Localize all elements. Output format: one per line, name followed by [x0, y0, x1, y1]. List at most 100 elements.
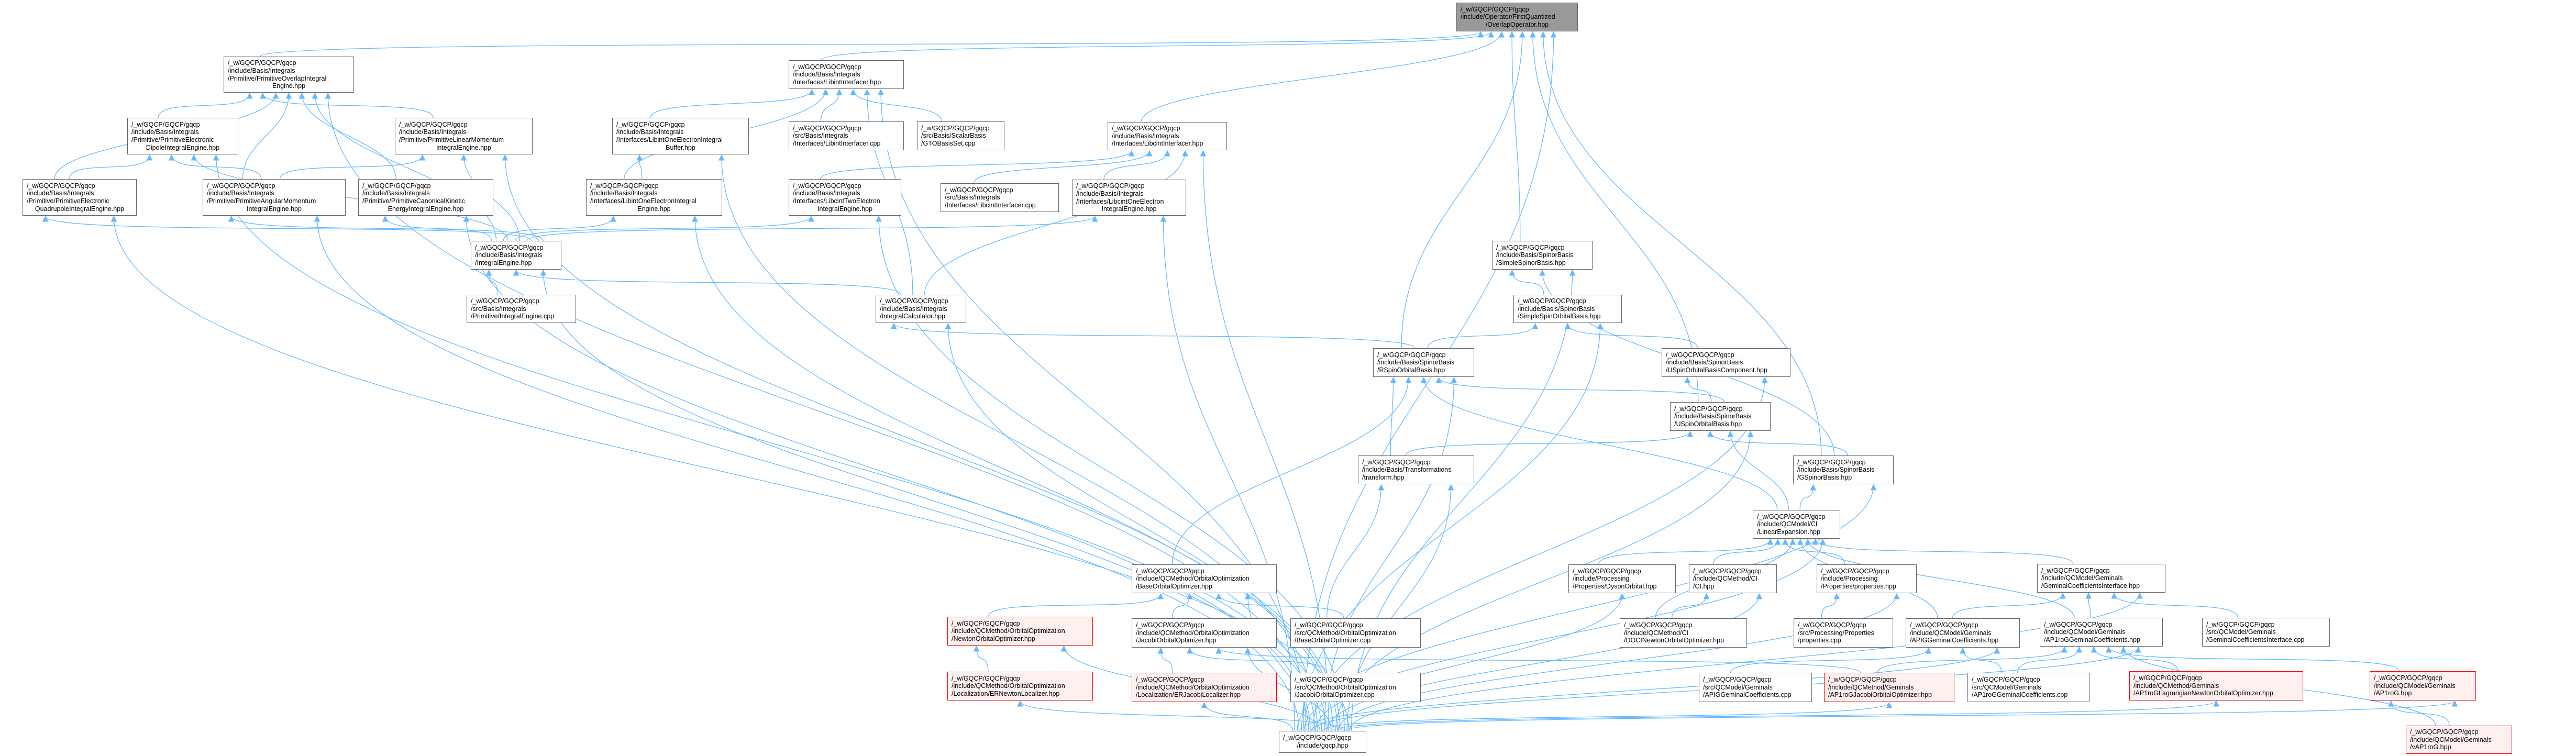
file-node-am[interactable]: /_w/GQCP/GQCP/gqcp/include/QCMethod/CI/D…: [1620, 618, 1747, 648]
file-node-r[interactable]: /_w/GQCP/GQCP/gqcp/include/Basis/Integra…: [876, 295, 966, 323]
file-node-u[interactable]: /_w/GQCP/GQCP/gqcp/include/Basis/SpinorB…: [1373, 348, 1474, 377]
file-path-line: /GeminalCoefficientsInterface.hpp: [2041, 582, 2140, 590]
file-node-ap[interactable]: /_w/GQCP/GQCP/gqcp/include/QCModel/Gemin…: [2040, 618, 2163, 647]
file-path-line: /LinearExpansion.hpp: [1757, 528, 1820, 536]
file-node-p[interactable]: /_w/GQCP/GQCP/gqcp/include/Basis/Integra…: [1072, 180, 1186, 216]
include-edge-ac-to-x: [1326, 484, 1385, 619]
include-edge-au-to-al: [2111, 592, 2238, 618]
file-node-q[interactable]: /_w/GQCP/GQCP/gqcp/src/Basis/Integrals/P…: [467, 295, 576, 323]
file-path-line: /_w/GQCP/GQCP/gqcp: [2374, 674, 2442, 682]
file-path-line: /BaseOrbitalOptimizer.hpp: [1136, 582, 1212, 590]
file-node-w[interactable]: /_w/GQCP/GQCP/gqcp/include/Basis/SpinorB…: [1670, 402, 1771, 431]
file-path-line: /_w/GQCP/GQCP/gqcp: [880, 297, 948, 305]
file-node-root[interactable]: /_w/GQCP/GQCP/gqcp/include/Operator/Firs…: [1456, 3, 1578, 31]
file-node-ab[interactable]: /_w/GQCP/GQCP/gqcp/include/QCMethod/Orbi…: [1132, 618, 1277, 648]
file-node-v[interactable]: /_w/GQCP/GQCP/gqcp/include/Basis/SpinorB…: [1662, 348, 1790, 377]
file-node-ae[interactable]: /_w/GQCP/GQCP/gqcp/include/QCMethod/Orbi…: [1132, 673, 1277, 702]
file-node-o[interactable]: /_w/GQCP/GQCP/gqcp/include/Basis/Integra…: [1108, 122, 1227, 150]
include-edge-j-to-h: [820, 88, 843, 122]
file-path-line: /AP1roG.hpp: [2374, 690, 2412, 697]
file-node-al[interactable]: /_w/GQCP/GQCP/gqcp/include/QCModel/Gemin…: [2037, 564, 2165, 593]
file-node-an[interactable]: /_w/GQCP/GQCP/gqcp/src/Processing/Proper…: [1794, 618, 1893, 648]
file-path-line: /_w/GQCP/GQCP/gqcp: [1674, 405, 1743, 413]
file-node-ac[interactable]: /_w/GQCP/GQCP/gqcp/src/QCMethod/OrbitalO…: [1290, 618, 1421, 648]
file-path-line: /_w/GQCP/GQCP/gqcp: [1910, 621, 1978, 629]
file-node-av[interactable]: /_w/GQCP/GQCP/gqcp/include/QCMethod/Gemi…: [2129, 671, 2303, 701]
file-path-line: IntegralEngine.hpp: [247, 205, 302, 213]
file-node-ak[interactable]: /_w/GQCP/GQCP/gqcp/include/Processing/Pr…: [1817, 564, 1917, 593]
file-node-l[interactable]: /_w/GQCP/GQCP/gqcp/include/Basis/Integra…: [586, 179, 722, 216]
file-node-n[interactable]: /_w/GQCP/GQCP/gqcp/src/Basis/Integrals/I…: [941, 183, 1059, 212]
file-path-line: /BaseOrbitalOptimizer.cpp: [1295, 637, 1371, 644]
file-node-s[interactable]: /_w/GQCP/GQCP/gqcp/include/Basis/SpinorB…: [1492, 241, 1593, 270]
file-node-aa[interactable]: /_w/GQCP/GQCP/gqcp/include/QCMethod/Orbi…: [947, 617, 1093, 646]
include-edge-ag-to-u: [1324, 376, 1457, 731]
file-path-line: /_w/GQCP/GQCP/gqcp: [2041, 566, 2110, 574]
file-node-f[interactable]: /_w/GQCP/GQCP/gqcp/include/Basis/Integra…: [358, 179, 493, 216]
file-path-line: Buffer.hpp: [666, 143, 695, 151]
file-node-c[interactable]: /_w/GQCP/GQCP/gqcp/include/Basis/Integra…: [395, 118, 533, 154]
file-node-as[interactable]: /_w/GQCP/GQCP/gqcp/src/QCModel/Geminals/…: [1967, 673, 2089, 702]
file-node-e[interactable]: /_w/GQCP/GQCP/gqcp/include/Basis/Integra…: [203, 179, 346, 216]
file-node-b[interactable]: /_w/GQCP/GQCP/gqcp/include/Basis/Integra…: [127, 118, 238, 154]
include-edge-ag-to-ak: [1337, 593, 1900, 731]
include-edge-ag-to-ab: [1244, 647, 1332, 731]
file-path-line: /_w/GQCP/GQCP/gqcp: [1821, 567, 1889, 575]
file-node-ai[interactable]: /_w/GQCP/GQCP/gqcp/include/Processing/Pr…: [1568, 564, 1676, 593]
file-path-line: /include/QCMethod/OrbitalOptimization: [952, 627, 1065, 635]
file-node-aw[interactable]: /_w/GQCP/GQCP/gqcp/include/QCModel/Gemin…: [2370, 671, 2476, 701]
file-path-line: /include/Basis/Integrals: [362, 190, 430, 197]
file-path-line: /include/Basis/Integrals: [880, 305, 947, 313]
file-node-i[interactable]: /_w/GQCP/GQCP/gqcp/include/Basis/Integra…: [612, 118, 749, 154]
file-path-line: /include/Basis/SpinorBasis: [1518, 305, 1595, 313]
file-path-line: /include/Basis/Integrals: [27, 190, 94, 197]
include-edge-al-to-ah: [1812, 538, 2074, 564]
file-node-m[interactable]: /_w/GQCP/GQCP/gqcp/include/Basis/Integra…: [789, 179, 901, 216]
file-node-a[interactable]: /_w/GQCP/GQCP/gqcp/include/Basis/Integra…: [224, 57, 354, 93]
file-node-h[interactable]: /_w/GQCP/GQCP/gqcp/include/Basis/Integra…: [789, 60, 904, 89]
file-path-line: QuadrupoleIntegralEngine.hpp: [35, 205, 125, 213]
file-node-ah[interactable]: /_w/GQCP/GQCP/gqcp/include/QCModel/CI/Li…: [1753, 510, 1840, 539]
include-edge-e-to-c: [279, 154, 426, 180]
include-edge-d-to-b: [69, 154, 153, 180]
file-node-g[interactable]: /_w/GQCP/GQCP/gqcp/include/Basis/Integra…: [471, 241, 561, 270]
file-node-ag[interactable]: /_w/GQCP/GQCP/gqcp/include/gqcp.hpp: [1279, 731, 1366, 753]
include-edge-m-to-o: [820, 150, 1135, 180]
file-node-ar[interactable]: /_w/GQCP/GQCP/gqcp/include/QCMethod/Gemi…: [1824, 673, 1954, 702]
file-path-line: /CI.hpp: [1693, 582, 1715, 590]
file-path-line: /_w/GQCP/GQCP/gqcp: [471, 297, 539, 305]
file-node-x[interactable]: /_w/GQCP/GQCP/gqcp/include/Basis/Transfo…: [1358, 455, 1474, 484]
file-path-line: /IntegralEngine.hpp: [475, 259, 532, 266]
file-path-line: /include/Basis/Integrals: [1112, 132, 1179, 140]
file-path-line: /APIGGeminalCoefficients.cpp: [1703, 691, 1792, 699]
file-node-j[interactable]: /_w/GQCP/GQCP/gqcp/src/Basis/Integrals/I…: [789, 121, 904, 150]
file-path-line: /include/QCMethod/OrbitalOptimization: [1136, 575, 1250, 583]
file-path-line: /include/QCMethod/OrbitalOptimization: [952, 682, 1065, 690]
include-edge-p-to-o: [1103, 150, 1170, 180]
file-node-ad[interactable]: /_w/GQCP/GQCP/gqcp/include/QCMethod/Orbi…: [947, 672, 1093, 701]
include-edge-g-to-d: [42, 215, 532, 241]
file-node-aj[interactable]: /_w/GQCP/GQCP/gqcp/include/QCMethod/CI/C…: [1689, 564, 1777, 593]
file-path-line: /_w/GQCP/GQCP/gqcp: [1518, 297, 1586, 305]
file-path-line: /Primitive/PrimitiveAngularMomentum: [207, 197, 316, 205]
file-node-z[interactable]: /_w/GQCP/GQCP/gqcp/include/QCMethod/Orbi…: [1132, 564, 1277, 593]
file-path-line: /Interfaces/LibcintInterfacer.cpp: [945, 201, 1036, 209]
include-edge-ag-to-i: [718, 154, 1318, 731]
file-node-y[interactable]: /_w/GQCP/GQCP/gqcp/include/Basis/SpinorB…: [1793, 455, 1894, 484]
file-node-au[interactable]: /_w/GQCP/GQCP/gqcp/src/QCModel/Geminals/…: [2202, 618, 2330, 647]
include-edge-ah-to-u: [1420, 376, 1778, 510]
file-node-d[interactable]: /_w/GQCP/GQCP/gqcp/include/Basis/Integra…: [23, 179, 137, 216]
file-node-ax[interactable]: /_w/GQCP/GQCP/gqcp/include/QCModel/Gemin…: [2406, 726, 2512, 754]
file-node-aq[interactable]: /_w/GQCP/GQCP/gqcp/src/QCModel/Geminals/…: [1699, 673, 1812, 702]
file-node-af[interactable]: /_w/GQCP/GQCP/gqcp/src/QCMethod/OrbitalO…: [1290, 673, 1421, 702]
file-node-k[interactable]: /_w/GQCP/GQCP/gqcp/src/Basis/ScalarBasis…: [917, 121, 1004, 150]
file-node-ao[interactable]: /_w/GQCP/GQCP/gqcp/include/QCModel/Gemin…: [1906, 618, 2020, 648]
file-path-line: /_w/GQCP/GQCP/gqcp: [131, 120, 200, 128]
file-path-line: /src/QCMethod/OrbitalOptimization: [1295, 629, 1396, 637]
file-path-line: /src/Basis/Integrals: [793, 132, 848, 140]
file-path-line: /OverlapOperator.hpp: [1485, 20, 1549, 28]
file-node-t[interactable]: /_w/GQCP/GQCP/gqcp/include/Basis/SpinorB…: [1513, 295, 1622, 323]
file-path-line: /_w/GQCP/GQCP/gqcp: [1624, 621, 1693, 629]
